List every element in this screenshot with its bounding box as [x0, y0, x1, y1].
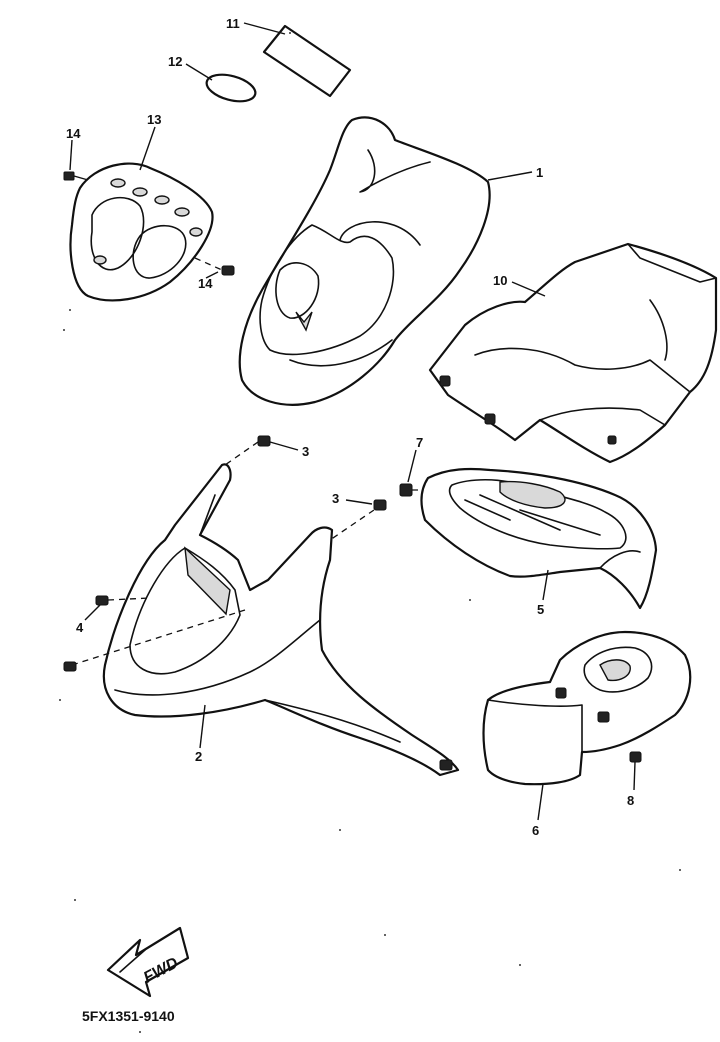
part-4-screw: 4 [63, 595, 151, 672]
callout-4: 4 [76, 620, 84, 635]
part-11-decal: 11 [226, 16, 352, 98]
callout-1: 1 [536, 165, 543, 180]
part-3-screw-upper: 3 [224, 435, 309, 466]
callout-13: 13 [147, 112, 161, 127]
callout-3-upper: 3 [302, 444, 309, 459]
callout-7: 7 [416, 435, 423, 450]
callout-14-top: 14 [66, 126, 81, 141]
part-8-screw: 8 [627, 751, 642, 808]
callout-14-bottom: 14 [198, 276, 213, 291]
callout-11: 11 [226, 16, 240, 31]
callout-12: 12 [168, 54, 182, 69]
part-3-screw-lower: 3 [329, 491, 387, 541]
callout-2: 2 [195, 749, 202, 764]
part-5-inner-cover: 5 [420, 467, 658, 617]
part-7-screw: 7 [399, 435, 450, 497]
callout-3-lower: 3 [332, 491, 339, 506]
part-14-screw-left: 14 [63, 126, 89, 181]
drawing-code: 5FX1351-9140 [82, 1008, 175, 1024]
part-10-inner-panel: 10 [428, 242, 718, 464]
fwd-arrow-icon: FWD [106, 926, 190, 998]
scan-specks [59, 32, 681, 1033]
part-13-meter-cover: 13 [69, 112, 214, 302]
callout-6: 6 [532, 823, 539, 838]
callout-10: 10 [493, 273, 507, 288]
part-6-lower-panel: 6 [482, 630, 692, 838]
part-12-emblem: 12 [168, 54, 257, 103]
part-14-screw-right: 14 [194, 257, 235, 291]
callout-5: 5 [537, 602, 544, 617]
part-1-front-cover: 1 [238, 116, 543, 406]
part-2-lower-cover: 2 [71, 463, 460, 777]
callout-8: 8 [627, 793, 634, 808]
